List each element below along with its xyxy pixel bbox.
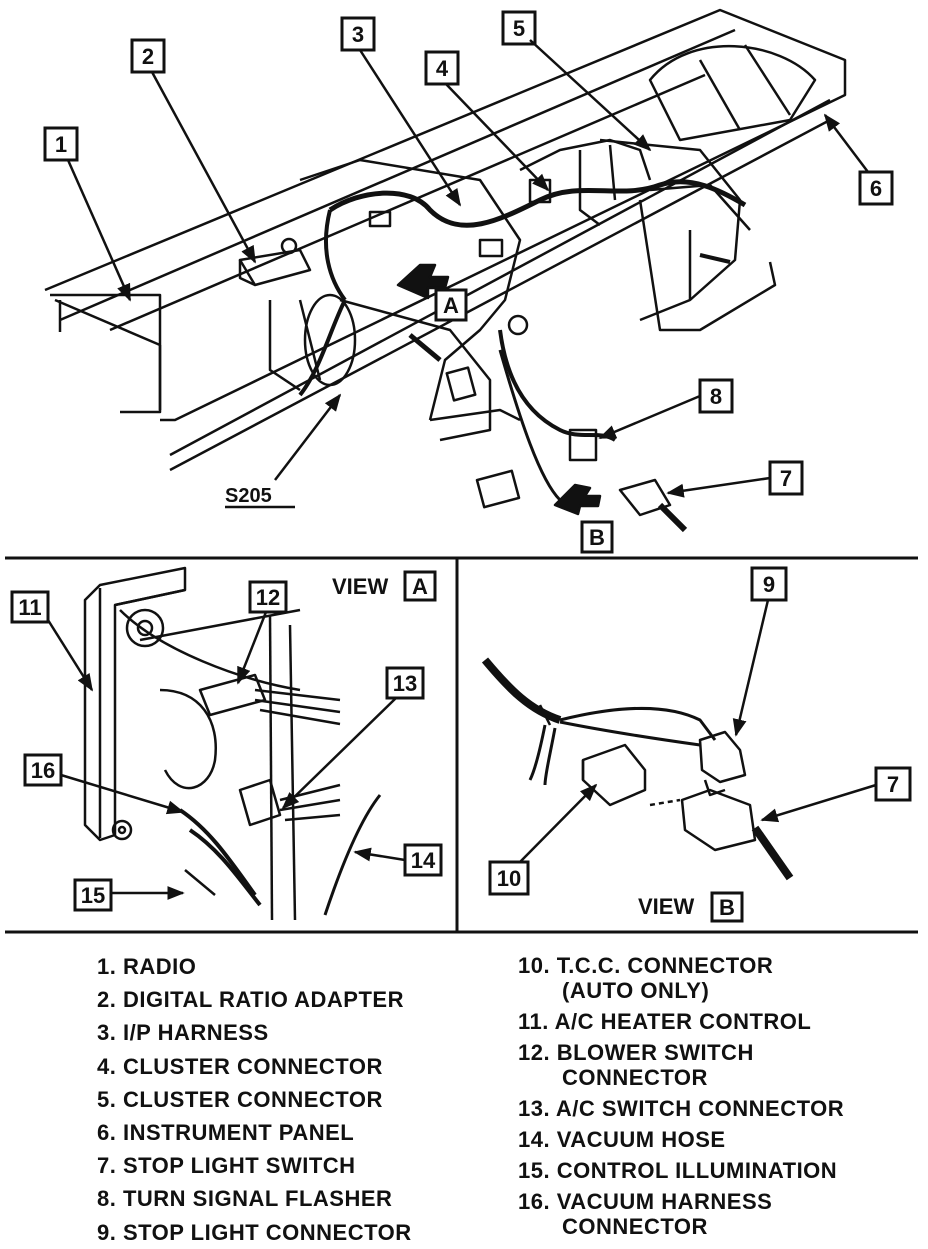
legend-item-6: 6. INSTRUMENT PANEL (97, 1120, 355, 1146)
view-b-label: VIEW (638, 894, 694, 919)
main-callouts: 1 2 3 4 5 6 7 8 A B S205 (43, 10, 894, 554)
legend-item-9: 9. STOP LIGHT CONNECTOR (97, 1219, 412, 1245)
view-a-labels: VIEW A 11 12 13 16 14 15 (10, 570, 443, 912)
view-a-illustration (83, 566, 382, 921)
callout-12: 12 (256, 585, 280, 610)
legend-item-16: 16. VACUUM HARNESS (518, 1189, 773, 1214)
legend-item-11: 11. A/C HEATER CONTROL (518, 1009, 812, 1034)
callout-3: 3 (352, 22, 364, 47)
callout-11: 11 (18, 595, 41, 620)
callout-1: 1 (55, 132, 67, 157)
callout-8: 8 (710, 384, 722, 409)
callout-13: 13 (393, 671, 417, 696)
main-view-illustration (44, 8, 847, 533)
callout-7: 7 (780, 466, 792, 491)
legend-item-2: 2. DIGITAL RATIO ADAPTER (97, 987, 404, 1013)
callout-6: 6 (870, 176, 882, 201)
callout-15: 15 (81, 883, 105, 908)
legend-item-12: 12. BLOWER SWITCH (518, 1040, 754, 1065)
callout-9: 9 (763, 572, 775, 597)
legend-item-14: 14. VACUUM HOSE (518, 1127, 726, 1152)
wiring-diagram: 1 2 3 4 5 6 7 8 A B S205 (5, 8, 918, 934)
legend-item-12-cont: CONNECTOR (562, 1065, 708, 1090)
legend-right: 10. T.C.C. CONNECTOR (AUTO ONLY) 11. A/C… (518, 950, 844, 1242)
callout-16: 16 (31, 758, 55, 783)
callout-10: 10 (497, 866, 521, 891)
callout-view-b: B (589, 525, 605, 550)
legend-left: 1. RADIO 2. DIGITAL RATIO ADAPTER 3. I/P… (97, 950, 412, 1249)
view-a-leaders (46, 611, 406, 900)
legend-item-3: 3. I/P HARNESS (97, 1020, 269, 1046)
view-b-labels: VIEW B 9 7 10 (488, 566, 912, 923)
callout-14: 14 (411, 848, 436, 873)
view-a-label: VIEW (332, 574, 388, 599)
view-b-illustration (481, 657, 794, 881)
view-a-letter: A (412, 574, 428, 599)
legend-item-16-cont: CONNECTOR (562, 1214, 708, 1239)
legend-item-13: 13. A/C SWITCH CONNECTOR (518, 1096, 845, 1121)
legend-item-10: 10. T.C.C. CONNECTOR (518, 953, 774, 978)
callout-5: 5 (513, 16, 525, 41)
legend-item-4: 4. CLUSTER CONNECTOR (97, 1053, 383, 1079)
callout-7-view-b: 7 (887, 772, 899, 797)
view-b-letter: B (719, 895, 735, 920)
legend-item-1: 1. RADIO (97, 954, 197, 979)
legend-item-10-cont: (AUTO ONLY) (562, 978, 710, 1003)
callout-4: 4 (436, 56, 449, 81)
callout-2: 2 (142, 44, 154, 69)
main-leaders (66, 39, 869, 498)
legend-item-7: 7. STOP LIGHT SWITCH (97, 1153, 356, 1179)
legend-item-8: 8. TURN SIGNAL FLASHER (97, 1186, 393, 1212)
panel-dividers (5, 556, 918, 934)
callout-view-a: A (443, 293, 459, 318)
legend-item-15: 15. CONTROL ILLUMINATION (518, 1158, 838, 1183)
splice-s205-label: S205 (225, 485, 272, 507)
view-b-leaders (519, 599, 877, 863)
legend-item-5: 5. CLUSTER CONNECTOR (97, 1086, 383, 1112)
